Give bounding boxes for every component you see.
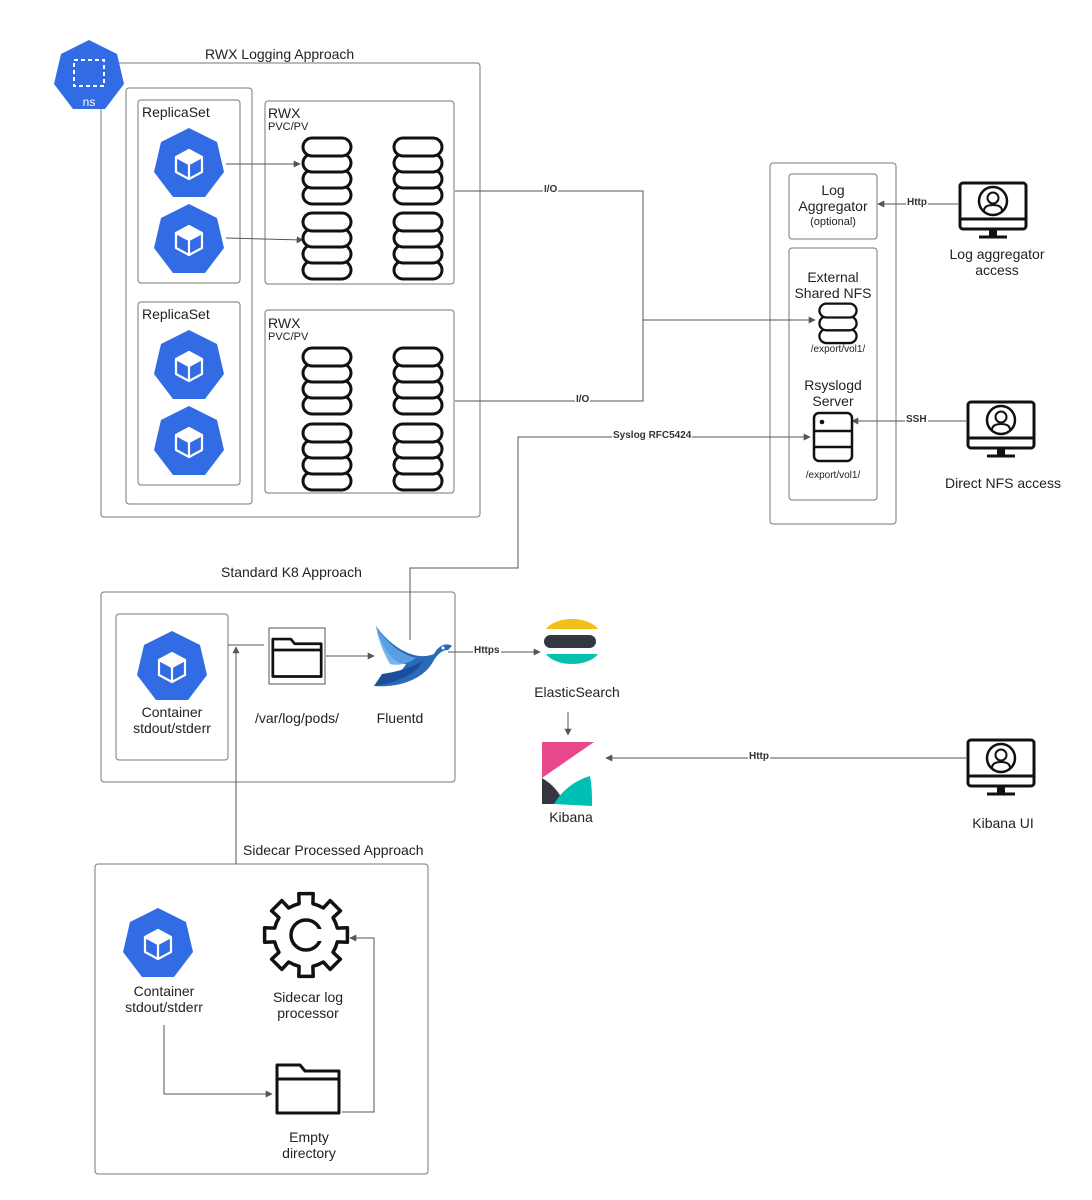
edge-label-io-2: I/O: [575, 394, 591, 405]
database-icon-4: [392, 211, 444, 281]
database-icon-6: [392, 346, 444, 416]
fluentd-label: Fluentd: [376, 710, 424, 726]
rwx-approach-title: RWX Logging Approach: [205, 46, 355, 62]
log-aggregator-note: (optional): [810, 216, 856, 228]
rwx-pvc-2-title: RWX: [268, 315, 301, 331]
edge-label-http-kibana: Http: [748, 751, 770, 762]
nfs-host-box: [769, 162, 897, 525]
edge-label-ssh: SSH: [905, 414, 928, 425]
edge-label-http-aggregator: Http: [906, 197, 928, 208]
edge-sidecar-container-folder: [163, 1025, 273, 1098]
rwx-pvc-2-sub: PVC/PV: [268, 331, 309, 343]
container-pod-icon: [135, 629, 209, 702]
monitor-icon-nfs: [966, 400, 1036, 458]
nfs-path-label: /export/vol1/: [810, 344, 866, 355]
rwx-pvc-1-title: RWX: [268, 105, 301, 121]
database-icon-7: [301, 422, 353, 492]
standard-approach-box: [100, 591, 456, 783]
rwx-pvc-1-box: [264, 100, 455, 285]
pod-icon-2: [152, 202, 226, 275]
rsyslogd-label: Rsyslogd Server: [804, 377, 862, 409]
pod-icon-4: [152, 404, 226, 477]
rwx-outer-box: [100, 62, 481, 518]
edge-io-1: [455, 190, 816, 324]
var-log-pods-label: /var/log/pods/: [254, 710, 340, 726]
log-aggregator-box: [788, 173, 878, 240]
server-icon: [812, 411, 854, 463]
pod-icon-1: [152, 126, 226, 199]
elasticsearch-logo-icon: [544, 618, 598, 665]
replicaset-1-box: [137, 99, 241, 284]
standard-approach-title: Standard K8 Approach: [221, 564, 362, 580]
kibana-logo-icon: [542, 742, 594, 806]
sidecar-approach-box: [94, 863, 429, 1175]
edge-syslog: [409, 433, 811, 640]
elasticsearch-label: ElasticSearch: [534, 684, 620, 700]
database-icon-2: [392, 136, 444, 206]
database-icon-8: [392, 422, 444, 492]
edge-pod2-db: [225, 236, 304, 244]
direct-nfs-access-label: Direct NFS access: [945, 475, 1061, 491]
sidecar-processor-label: Sidecar log processor: [272, 989, 344, 1021]
fluentd-logo-icon: [374, 626, 452, 687]
log-aggregator-label: Log Aggregator: [798, 182, 868, 214]
container-std-label: Container stdout/stderr: [133, 704, 211, 736]
sidecar-container-label: Container stdout/stderr: [125, 983, 203, 1015]
database-icon-3: [301, 211, 353, 281]
replicaset-2-box: [137, 301, 241, 486]
log-aggregator-access-label: Log aggregator access: [949, 246, 1045, 278]
kibana-ui-label: Kibana UI: [972, 815, 1034, 831]
rwx-inner-box: [125, 87, 253, 505]
sidecar-pod-icon: [121, 906, 195, 979]
edge-label-io-1: I/O: [543, 184, 559, 195]
replicaset-1-label: ReplicaSet: [142, 104, 210, 120]
replicaset-2-label: ReplicaSet: [142, 306, 210, 322]
rwx-pvc-1-sub: PVC/PV: [268, 121, 309, 133]
empty-directory-folder-icon: [275, 1063, 341, 1115]
edge-io-2: [455, 320, 644, 402]
container-std-box: [115, 613, 229, 761]
monitor-icon-aggregator: [958, 181, 1028, 239]
database-icon-5: [301, 346, 353, 416]
empty-directory-label: Empty directory: [282, 1129, 336, 1161]
edge-label-https: Https: [473, 645, 501, 656]
pod-icon-3: [152, 328, 226, 401]
database-icon-1: [301, 136, 353, 206]
nfs-database-icon: [818, 302, 858, 345]
rwx-pvc-2-box: [264, 309, 455, 494]
edge-folder-processor: [342, 934, 375, 1113]
namespace-icon: [54, 40, 124, 109]
monitor-icon-kibana: [966, 738, 1036, 796]
sidecar-approach-title: Sidecar Processed Approach: [243, 842, 424, 858]
namespace-label: ns: [82, 95, 96, 109]
rsyslogd-path-label: /export/vol1/: [805, 470, 861, 481]
nfs-inner-box: [788, 247, 878, 501]
kibana-label: Kibana: [549, 809, 593, 825]
edge-label-syslog: Syslog RFC5424: [612, 430, 693, 441]
external-nfs-label: External Shared NFS: [794, 269, 872, 301]
var-log-folder-icon: [268, 627, 326, 685]
gear-icon: [262, 891, 350, 979]
